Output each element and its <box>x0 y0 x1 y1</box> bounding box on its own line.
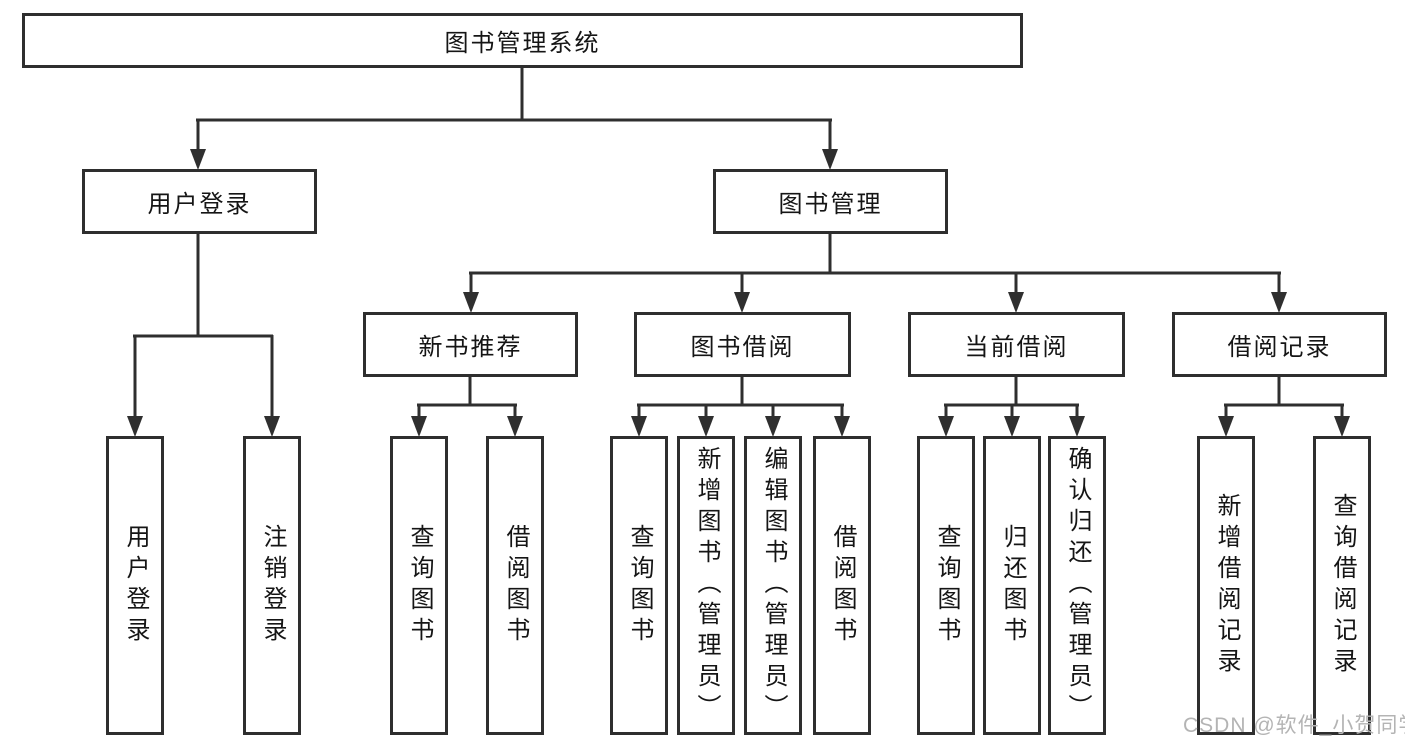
arrowhead-to-current-return-book <box>1004 416 1020 437</box>
arrowhead-to-rec-query-book <box>411 416 427 437</box>
arrowhead-to-leaf-user-login <box>127 416 143 437</box>
arrowhead-to-rec-borrow-book <box>507 416 523 437</box>
leaf-records-add-record: 新增借阅记录 <box>1197 436 1255 735</box>
node-book-mgmt: 图书管理 <box>713 169 948 234</box>
node-current-borrow-label: 当前借阅 <box>964 334 1069 361</box>
leaf-current-return-book: 归还图书 <box>983 436 1041 735</box>
arrowhead-to-borrow-records <box>1271 292 1287 313</box>
node-root: 图书管理系统 <box>22 13 1023 68</box>
leaf-borrow-borrow-book-label: 借阅图书 <box>829 523 856 648</box>
leaf-borrow-edit-book-label: 编辑图书（管理员） <box>760 446 787 725</box>
arrowhead-to-current-query-book <box>938 416 954 437</box>
arrowhead-to-borrow-borrow-book <box>834 416 850 437</box>
leaf-current-confirm-return: 确认归还（管理员） <box>1048 436 1106 735</box>
arrowhead-to-current-confirm-return <box>1069 416 1085 437</box>
leaf-borrow-add-book: 新增图书（管理员） <box>677 436 735 735</box>
leaf-borrow-add-book-label: 新增图书（管理员） <box>693 446 720 725</box>
node-borrow-records: 借阅记录 <box>1172 312 1387 377</box>
arrowhead-to-borrow-edit-book <box>765 416 781 437</box>
arrowhead-to-book-mgmt <box>822 149 838 170</box>
leaf-borrow-query-book: 查询图书 <box>610 436 668 735</box>
node-user-login: 用户登录 <box>82 169 317 234</box>
node-new-book-rec: 新书推荐 <box>363 312 578 377</box>
leaf-current-confirm-return-label: 确认归还（管理员） <box>1064 446 1091 725</box>
leaf-logout-label: 注销登录 <box>259 523 286 648</box>
arrowhead-to-current-borrow <box>1008 292 1024 313</box>
leaf-logout: 注销登录 <box>243 436 301 735</box>
arrowhead-to-borrow-add-book <box>698 416 714 437</box>
node-user-login-label: 用户登录 <box>147 191 252 218</box>
leaf-rec-query-book-label: 查询图书 <box>406 523 433 648</box>
leaf-records-add-record-label: 新增借阅记录 <box>1213 492 1240 679</box>
arrowhead-to-records-add-record <box>1218 416 1234 437</box>
node-new-book-rec-label: 新书推荐 <box>418 334 523 361</box>
leaf-rec-borrow-book: 借阅图书 <box>486 436 544 735</box>
leaf-current-return-book-label: 归还图书 <box>999 523 1026 648</box>
node-current-borrow: 当前借阅 <box>908 312 1125 377</box>
leaf-rec-query-book: 查询图书 <box>390 436 448 735</box>
leaf-borrow-borrow-book: 借阅图书 <box>813 436 871 735</box>
arrowhead-to-user-login <box>190 149 206 170</box>
arrowhead-to-records-query-record <box>1334 416 1350 437</box>
leaf-current-query-book: 查询图书 <box>917 436 975 735</box>
node-book-mgmt-label: 图书管理 <box>778 191 883 218</box>
arrowhead-to-new-book-rec <box>463 292 479 313</box>
leaf-user-login: 用户登录 <box>106 436 164 735</box>
leaf-current-query-book-label: 查询图书 <box>933 523 960 648</box>
arrowhead-to-book-borrow <box>734 292 750 313</box>
leaf-user-login-label: 用户登录 <box>122 523 149 648</box>
node-book-borrow-label: 图书借阅 <box>690 334 795 361</box>
csdn-watermark: CSDN @软件_小贺同学 <box>1183 714 1405 737</box>
node-book-borrow: 图书借阅 <box>634 312 851 377</box>
leaf-records-query-record: 查询借阅记录 <box>1313 436 1371 735</box>
leaf-rec-borrow-book-label: 借阅图书 <box>502 523 529 648</box>
leaf-borrow-edit-book: 编辑图书（管理员） <box>744 436 802 735</box>
arrowhead-to-leaf-logout <box>264 416 280 437</box>
leaf-borrow-query-book-label: 查询图书 <box>626 523 653 648</box>
leaf-records-query-record-label: 查询借阅记录 <box>1329 492 1356 679</box>
arrowhead-to-borrow-query-book <box>631 416 647 437</box>
node-borrow-records-label: 借阅记录 <box>1227 334 1332 361</box>
node-root-label: 图书管理系统 <box>444 30 601 57</box>
